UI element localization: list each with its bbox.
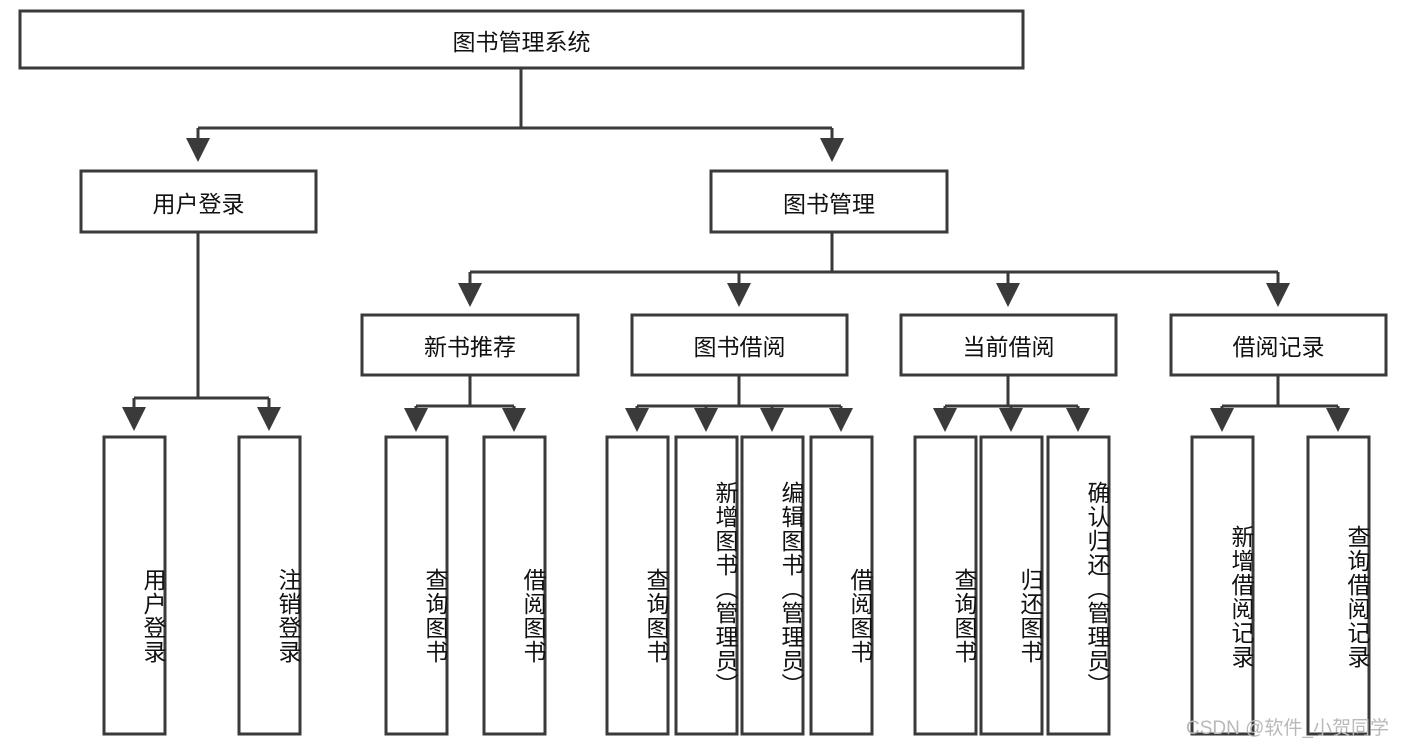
connector-newbook-to-leaves <box>404 375 526 432</box>
connector-currentborrow-to-leaves <box>933 375 1090 432</box>
leaf-box-query-record[interactable] <box>1306 435 1371 736</box>
watermark-text: CSDN @软件_小贺同学 <box>1186 718 1389 739</box>
node-box-current-borrow[interactable] <box>899 313 1118 377</box>
leaf-box-logout[interactable] <box>237 435 302 736</box>
connector-bookmanage-to-level3 <box>458 232 1290 307</box>
leaf-box-query-book-1[interactable] <box>384 435 449 736</box>
leaf-box-borrow-book-2[interactable] <box>809 435 874 736</box>
node-box-borrow-record[interactable] <box>1169 313 1388 377</box>
node-box-user-login[interactable] <box>79 169 318 234</box>
node-box-book-manage[interactable] <box>709 169 949 234</box>
leaf-box-return-book[interactable] <box>979 435 1044 736</box>
leaf-box-add-book[interactable] <box>674 435 739 736</box>
leaf-box-user-login[interactable] <box>102 435 167 736</box>
connector-userlogin-to-leaves <box>122 232 281 431</box>
leaf-box-edit-book[interactable] <box>740 435 805 736</box>
connector-root-to-level2 <box>186 68 844 162</box>
leaf-box-add-record[interactable] <box>1190 435 1255 736</box>
leaf-box-confirm-return[interactable] <box>1046 435 1111 736</box>
leaf-box-query-book-2[interactable] <box>605 435 670 736</box>
node-box-root[interactable] <box>18 9 1025 70</box>
connector-borrowrecord-to-leaves <box>1210 375 1350 432</box>
leaf-box-borrow-book-1[interactable] <box>482 435 547 736</box>
node-box-new-book-recommend[interactable] <box>360 313 580 377</box>
connector-bookborrow-to-leaves <box>625 375 853 432</box>
leaf-box-query-book-3[interactable] <box>913 435 978 736</box>
node-box-book-borrow[interactable] <box>630 313 849 377</box>
